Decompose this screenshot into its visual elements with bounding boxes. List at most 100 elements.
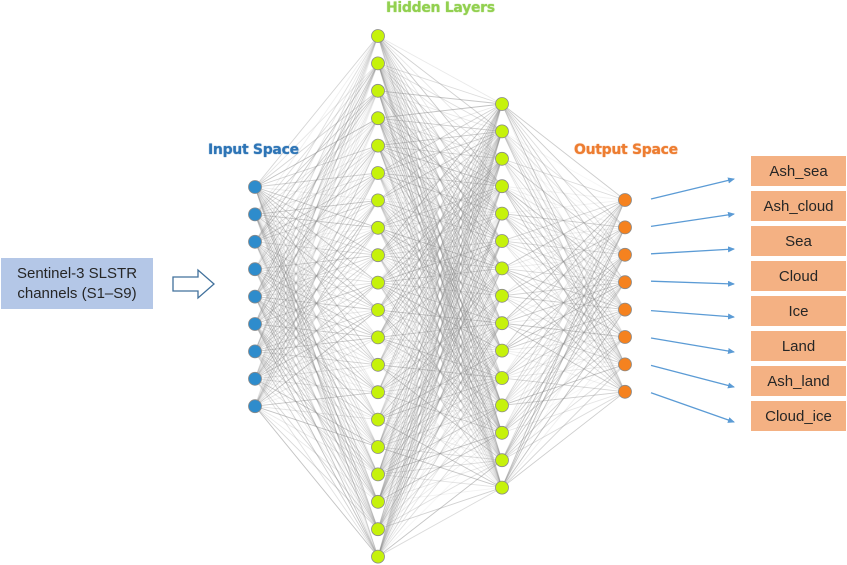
edge <box>377 350 503 448</box>
network-nodes <box>248 29 632 564</box>
edge <box>377 240 503 256</box>
edge <box>377 459 503 557</box>
edge <box>501 268 626 338</box>
hidden1-node <box>371 83 385 98</box>
edge <box>254 241 379 393</box>
output-class-label: Sea <box>785 232 812 250</box>
edge <box>501 185 626 338</box>
edge <box>377 309 503 488</box>
edge <box>254 296 379 530</box>
edge <box>377 200 503 269</box>
edge <box>501 295 626 311</box>
connection-edges <box>254 35 626 557</box>
output-class-box: Ash_cloud <box>751 191 846 221</box>
hidden2-node <box>495 288 509 303</box>
edge <box>377 268 503 557</box>
edge <box>501 227 626 379</box>
output-class-label: Cloud <box>778 267 819 285</box>
edge <box>377 185 503 201</box>
edge <box>254 268 379 420</box>
output-class-label: Ash_cloud <box>763 197 834 215</box>
edge <box>377 145 503 324</box>
edge <box>501 185 626 228</box>
edge <box>254 63 379 243</box>
edge <box>254 296 379 393</box>
edge <box>254 186 379 366</box>
edge <box>377 186 503 557</box>
edge <box>377 158 503 475</box>
edge <box>377 227 503 324</box>
edge <box>377 185 503 366</box>
edge <box>254 282 379 407</box>
hidden1-node <box>371 29 385 43</box>
edge <box>254 351 379 557</box>
edge <box>377 459 503 530</box>
edge <box>254 117 379 297</box>
edge <box>254 186 379 475</box>
output-space-title: Output Space <box>574 142 678 158</box>
hidden1-node <box>371 330 385 345</box>
edge <box>501 213 626 228</box>
edge <box>377 432 503 530</box>
edge <box>377 377 503 448</box>
edge <box>377 186 503 530</box>
edge <box>377 158 503 229</box>
edge <box>254 378 379 393</box>
output-arrow <box>650 177 735 200</box>
edge <box>254 241 379 284</box>
edge <box>254 186 379 201</box>
hidden1-node <box>371 275 385 290</box>
edge <box>377 432 503 503</box>
edge <box>501 103 626 283</box>
input-node <box>248 234 262 249</box>
hidden1-node <box>371 166 385 180</box>
edge <box>377 63 503 242</box>
edge <box>501 254 626 488</box>
edge <box>254 296 379 311</box>
edge <box>377 103 503 147</box>
edge <box>377 172 503 406</box>
edge <box>254 254 379 380</box>
edge <box>377 254 503 434</box>
edge <box>377 213 503 311</box>
edge <box>254 172 379 297</box>
edge <box>377 227 503 461</box>
edge <box>254 35 379 243</box>
edge <box>377 213 503 256</box>
edge <box>501 309 626 352</box>
edge <box>501 158 626 283</box>
edge <box>254 172 379 325</box>
edge <box>254 214 379 557</box>
edge <box>254 172 379 243</box>
edge <box>501 322 626 338</box>
edge <box>377 131 503 557</box>
input-node <box>248 317 262 331</box>
edge <box>377 337 503 488</box>
edge <box>254 90 379 188</box>
hidden2-node <box>495 124 509 139</box>
edge <box>254 63 379 297</box>
edge <box>377 117 503 160</box>
output-node <box>618 220 632 235</box>
edge <box>254 186 379 229</box>
edge <box>254 282 379 380</box>
edge <box>377 158 503 366</box>
edge <box>377 322 503 503</box>
output-node <box>618 275 632 290</box>
edge <box>377 405 503 530</box>
output-arrows <box>650 177 735 423</box>
edge <box>501 281 626 488</box>
edge <box>501 131 626 365</box>
edge <box>377 322 503 475</box>
edge <box>377 268 503 530</box>
input-node <box>248 180 262 194</box>
edge <box>254 200 379 297</box>
output-class-label: Ash_land <box>767 372 830 390</box>
edge <box>377 35 503 214</box>
edge <box>254 351 379 530</box>
edge <box>501 103 626 310</box>
edge <box>377 103 503 201</box>
edge <box>254 35 379 325</box>
edge <box>501 158 626 393</box>
edge <box>377 267 503 311</box>
